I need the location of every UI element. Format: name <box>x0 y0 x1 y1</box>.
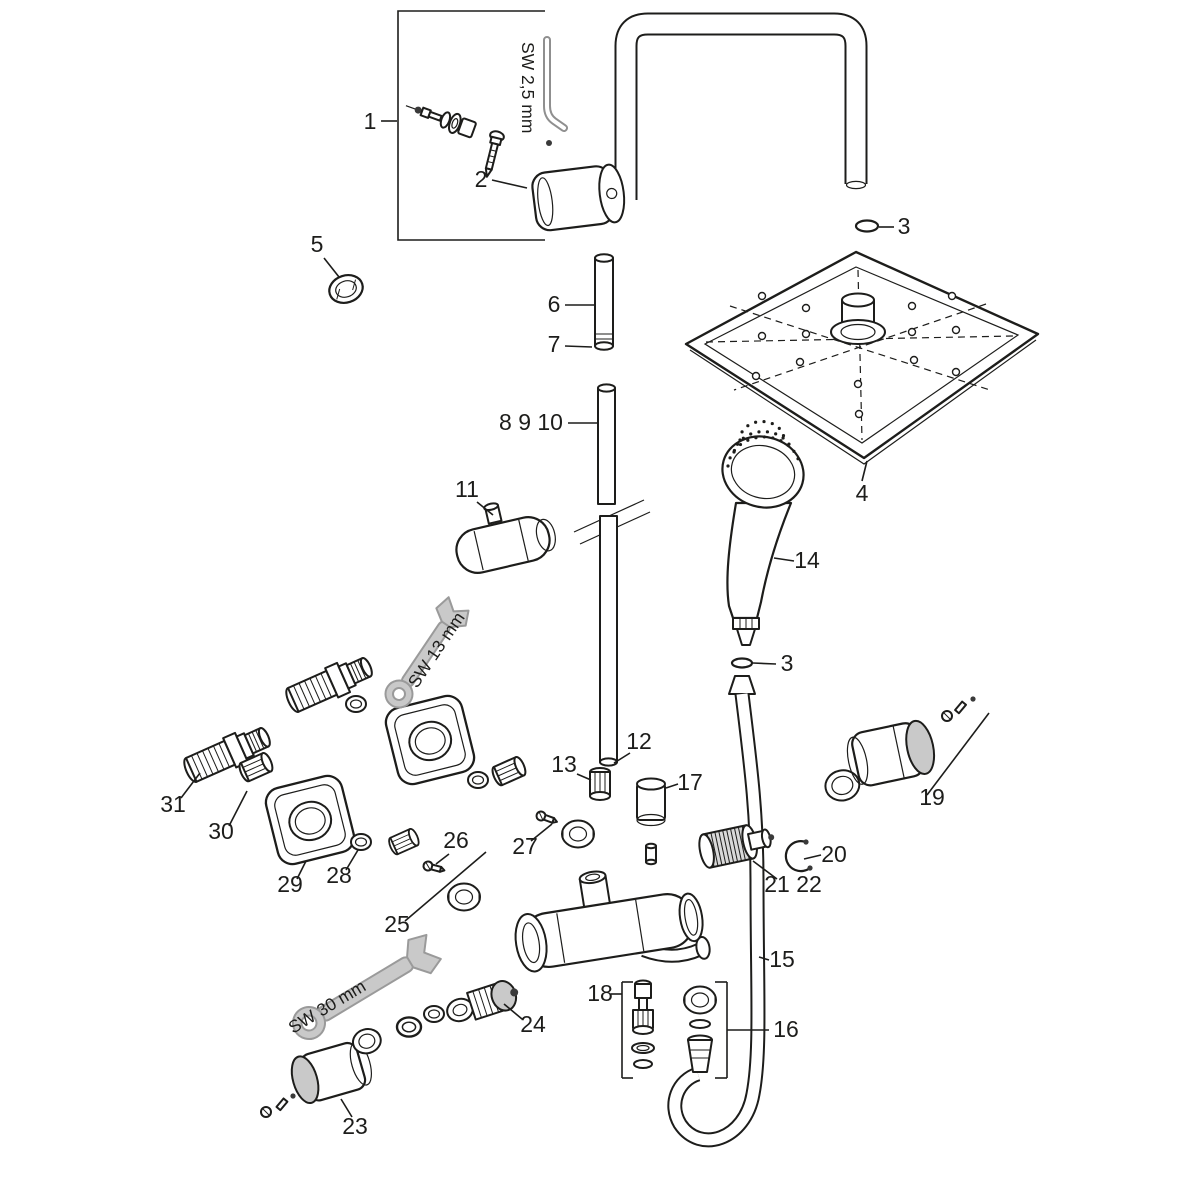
overhead-shower <box>684 250 1040 465</box>
connection-pipe <box>594 253 614 351</box>
callout-18: 18 <box>587 980 613 1006</box>
open-end-wrench-30 <box>292 933 442 1040</box>
callout-28: 28 <box>326 862 352 888</box>
callout-3-mid: 3 <box>781 650 794 676</box>
retaining-clip <box>784 839 813 873</box>
shower-arm <box>614 12 868 200</box>
seal-ring-middle <box>730 657 754 669</box>
callout-12: 12 <box>626 728 652 754</box>
callout-19: 19 <box>919 784 945 810</box>
callout-21-22: 21 22 <box>764 871 822 897</box>
callout-1: 1 <box>364 108 377 134</box>
wrench-13-size-label: SW 13 mm <box>404 608 469 691</box>
callout-24: 24 <box>520 1011 546 1037</box>
seal-ring-24a <box>395 1016 423 1038</box>
screw-dot <box>546 140 552 146</box>
temperature-handle-group <box>824 696 990 802</box>
cap-17 <box>636 777 666 866</box>
callout-8-9-10: 8 9 10 <box>499 409 563 435</box>
cartridge-24 <box>446 980 519 1023</box>
allen-key-size-label: SW 2,5 mm <box>518 42 538 133</box>
seal-ring-top <box>854 219 880 233</box>
callout-30: 30 <box>208 818 234 844</box>
leader-lines <box>180 120 894 1118</box>
callout-3-top: 3 <box>898 213 911 239</box>
bracket-parts-1-2 <box>397 10 545 241</box>
callout-29: 29 <box>277 871 303 897</box>
callout-15: 15 <box>769 946 795 972</box>
open-end-wrench-13 <box>384 596 470 709</box>
callout-31: 31 <box>160 791 186 817</box>
allen-key <box>543 36 568 132</box>
pipe-adapter-13 <box>589 767 611 801</box>
hand-shower <box>721 419 805 646</box>
callout-23: 23 <box>342 1113 368 1139</box>
seal-ring-upper <box>345 695 367 713</box>
hose-connection-set-16 <box>683 985 717 1073</box>
callout-27: 27 <box>512 833 538 859</box>
callout-14: 14 <box>794 547 820 573</box>
shutoff-handle-group <box>260 1028 382 1118</box>
callout-6: 6 <box>548 291 561 317</box>
diverter-set-18 <box>631 979 655 1069</box>
mixer-body <box>514 870 711 973</box>
wall-connector <box>531 163 626 232</box>
riser-pipe <box>573 383 651 767</box>
fixing-screw <box>484 130 505 178</box>
seal-ring-24b <box>423 1005 445 1023</box>
callout-2: 2 <box>475 166 488 192</box>
connector-set-25 <box>386 826 487 922</box>
pivot-pin-assembly <box>405 105 477 139</box>
callout-17: 17 <box>677 769 703 795</box>
callout-20: 20 <box>821 841 847 867</box>
callout-25: 25 <box>384 911 410 937</box>
spray-nozzles <box>751 291 961 419</box>
callout-26: 26 <box>443 827 469 853</box>
callout-5: 5 <box>311 231 324 257</box>
shower-holder-slider <box>455 502 556 574</box>
seal-ring-28 <box>350 833 372 851</box>
callout-4: 4 <box>856 480 869 506</box>
callout-7: 7 <box>548 331 561 357</box>
callout-11: 11 <box>455 476 479 502</box>
shower-hub <box>830 292 886 345</box>
shower-hose <box>667 675 766 1148</box>
escutcheon-lower <box>261 771 359 869</box>
callout-labels: 1 2 3 4 5 6 7 8 9 10 11 12 13 14 3 15 16… <box>160 108 945 1139</box>
thermostat-cartridge <box>698 824 775 869</box>
callout-13: 13 <box>551 751 577 777</box>
wrench-30-size-label: SW 30 mm <box>285 976 369 1038</box>
mounting-ring <box>328 274 364 304</box>
callout-16: 16 <box>773 1016 799 1042</box>
